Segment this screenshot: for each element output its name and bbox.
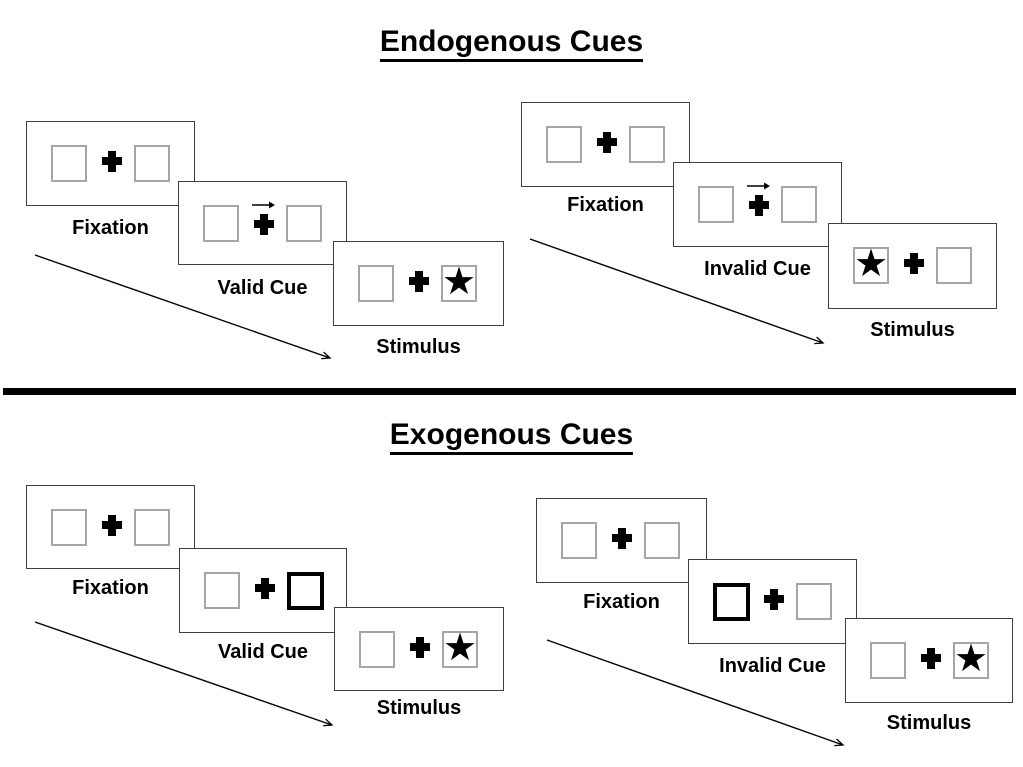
star-icon: ★	[953, 638, 989, 680]
star-icon: ★	[853, 243, 889, 285]
panel-label-valid-cue: Valid Cue	[217, 277, 308, 299]
left-box	[698, 186, 734, 223]
fixation-cross-icon	[102, 151, 122, 172]
timeline-arrow-icon	[34, 621, 334, 727]
panel-label-fixation: Fixation	[567, 194, 644, 216]
left-box	[359, 631, 395, 668]
right-arrow-icon	[747, 182, 770, 190]
left-box	[51, 145, 87, 182]
right-box-with-star: ★	[441, 261, 477, 303]
fixation-cross-icon	[612, 528, 632, 549]
fixation-cross-icon	[904, 253, 924, 274]
fixation-cross-icon	[102, 515, 122, 536]
endogenous-valid-cue-panel	[178, 181, 347, 265]
star-icon: ★	[442, 627, 478, 669]
exogenous-invalid-fixation-panel	[536, 498, 707, 583]
fixation-cross-icon	[749, 195, 769, 216]
exogenous-invalid-stimulus-panel: ★	[845, 618, 1013, 703]
timeline-arrow-icon	[529, 238, 825, 345]
fixation-cross-icon	[597, 132, 617, 153]
fixation-cross-icon	[409, 271, 429, 292]
endogenous-valid-stimulus-panel: ★	[333, 241, 504, 326]
section-title-endogenous-text: Endogenous Cues	[379, 25, 644, 62]
fixation-cross-icon	[255, 578, 275, 599]
left-box	[358, 265, 394, 302]
section-title-exogenous-text: Exogenous Cues	[389, 418, 634, 455]
section-title-exogenous: Exogenous Cues	[0, 417, 1023, 455]
exogenous-invalid-cue-panel	[688, 559, 857, 644]
right-box	[134, 509, 170, 546]
left-box	[546, 126, 582, 163]
panel-label-invalid-cue: Invalid Cue	[719, 655, 826, 677]
fixation-cross-icon	[254, 214, 274, 235]
timeline-arrow-icon	[34, 254, 332, 360]
exogenous-valid-cue-panel	[179, 548, 347, 633]
right-box	[796, 583, 832, 620]
endogenous-invalid-fixation-panel	[521, 102, 690, 187]
endogenous-invalid-cue-panel	[673, 162, 842, 247]
panel-label-stimulus: Stimulus	[886, 712, 972, 734]
panel-label-fixation: Fixation	[72, 217, 149, 239]
panel-label-stimulus: Stimulus	[376, 336, 461, 358]
right-box	[134, 145, 170, 182]
right-arrow-icon	[252, 201, 275, 209]
right-box	[936, 247, 972, 284]
exogenous-valid-fixation-panel	[26, 485, 195, 569]
panel-label-stimulus: Stimulus	[870, 319, 955, 341]
right-box	[781, 186, 817, 223]
timeline-arrow-icon	[546, 639, 845, 747]
exogenous-valid-stimulus-panel: ★	[334, 607, 504, 691]
left-box	[870, 642, 906, 679]
left-box-with-star: ★	[853, 243, 889, 285]
right-box-highlighted-cue	[287, 572, 324, 610]
right-box	[629, 126, 665, 163]
left-box	[203, 205, 239, 242]
panel-label-valid-cue: Valid Cue	[217, 641, 309, 663]
left-box	[204, 572, 240, 609]
right-box	[286, 205, 322, 242]
fixation-cross-icon	[410, 637, 430, 658]
panel-label-fixation: Fixation	[72, 577, 149, 599]
right-box-with-star: ★	[442, 627, 478, 669]
left-box	[561, 522, 597, 559]
star-icon: ★	[441, 261, 477, 303]
fixation-cross-icon	[764, 589, 784, 610]
section-title-endogenous: Endogenous Cues	[0, 24, 1023, 62]
panel-label-stimulus: Stimulus	[376, 697, 462, 719]
left-box	[51, 509, 87, 546]
section-divider	[3, 388, 1016, 395]
left-box-highlighted-cue	[713, 583, 750, 621]
endogenous-invalid-stimulus-panel: ★	[828, 223, 997, 309]
panel-label-fixation: Fixation	[583, 591, 660, 613]
right-box-with-star: ★	[953, 638, 989, 680]
fixation-cross-icon	[921, 648, 941, 669]
endogenous-valid-fixation-panel	[26, 121, 195, 206]
right-box	[644, 522, 680, 559]
panel-label-invalid-cue: Invalid Cue	[704, 258, 811, 280]
